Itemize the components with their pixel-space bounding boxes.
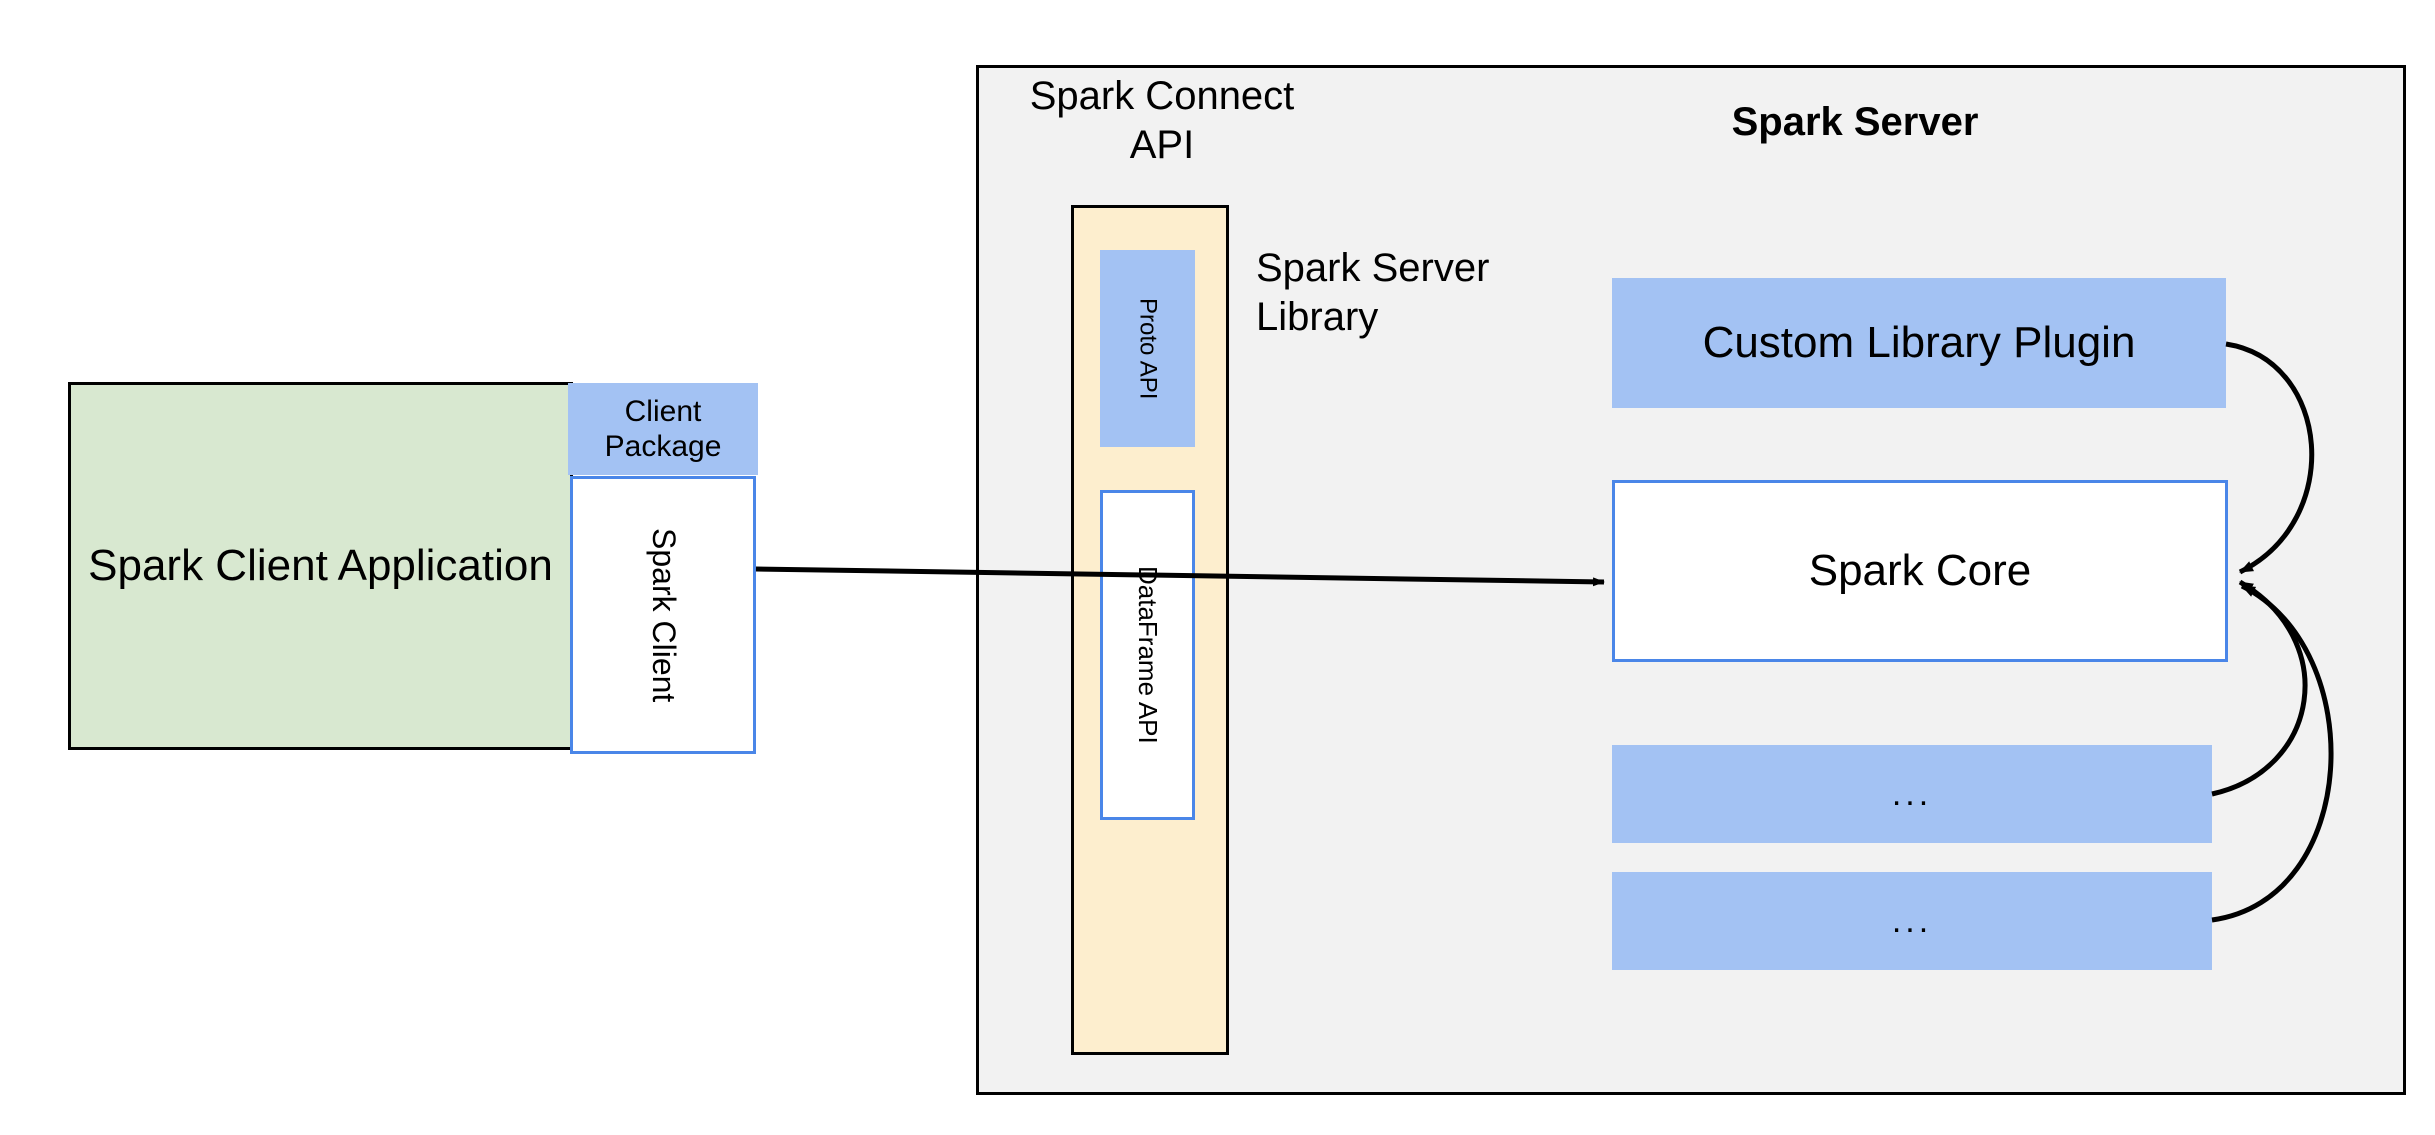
- spark-client-label: Spark Client: [645, 527, 682, 703]
- dataframe-api-box[interactable]: DataFrame API: [1100, 490, 1195, 820]
- ellipsis-box-1[interactable]: ...: [1612, 745, 2212, 843]
- proto-api-label: Proto API: [1134, 297, 1162, 400]
- custom-library-plugin-box[interactable]: Custom Library Plugin: [1612, 278, 2226, 408]
- ellipsis-box-2[interactable]: ...: [1612, 872, 2212, 970]
- spark-core-box[interactable]: Spark Core: [1612, 480, 2228, 662]
- spark-server-library-label: Spark Server Library: [1256, 246, 1490, 339]
- spark-client-box[interactable]: Spark Client: [570, 476, 756, 754]
- proto-api-box[interactable]: Proto API: [1100, 250, 1195, 447]
- spark-server-title: Spark Server: [1731, 100, 1979, 144]
- dataframe-api-label: DataFrame API: [1132, 566, 1163, 744]
- client-package-box[interactable]: Client Package: [568, 383, 758, 475]
- spark-connect-api-label: Spark Connect API: [1029, 74, 1295, 167]
- spark-client-application-box[interactable]: Spark Client Application: [68, 382, 573, 750]
